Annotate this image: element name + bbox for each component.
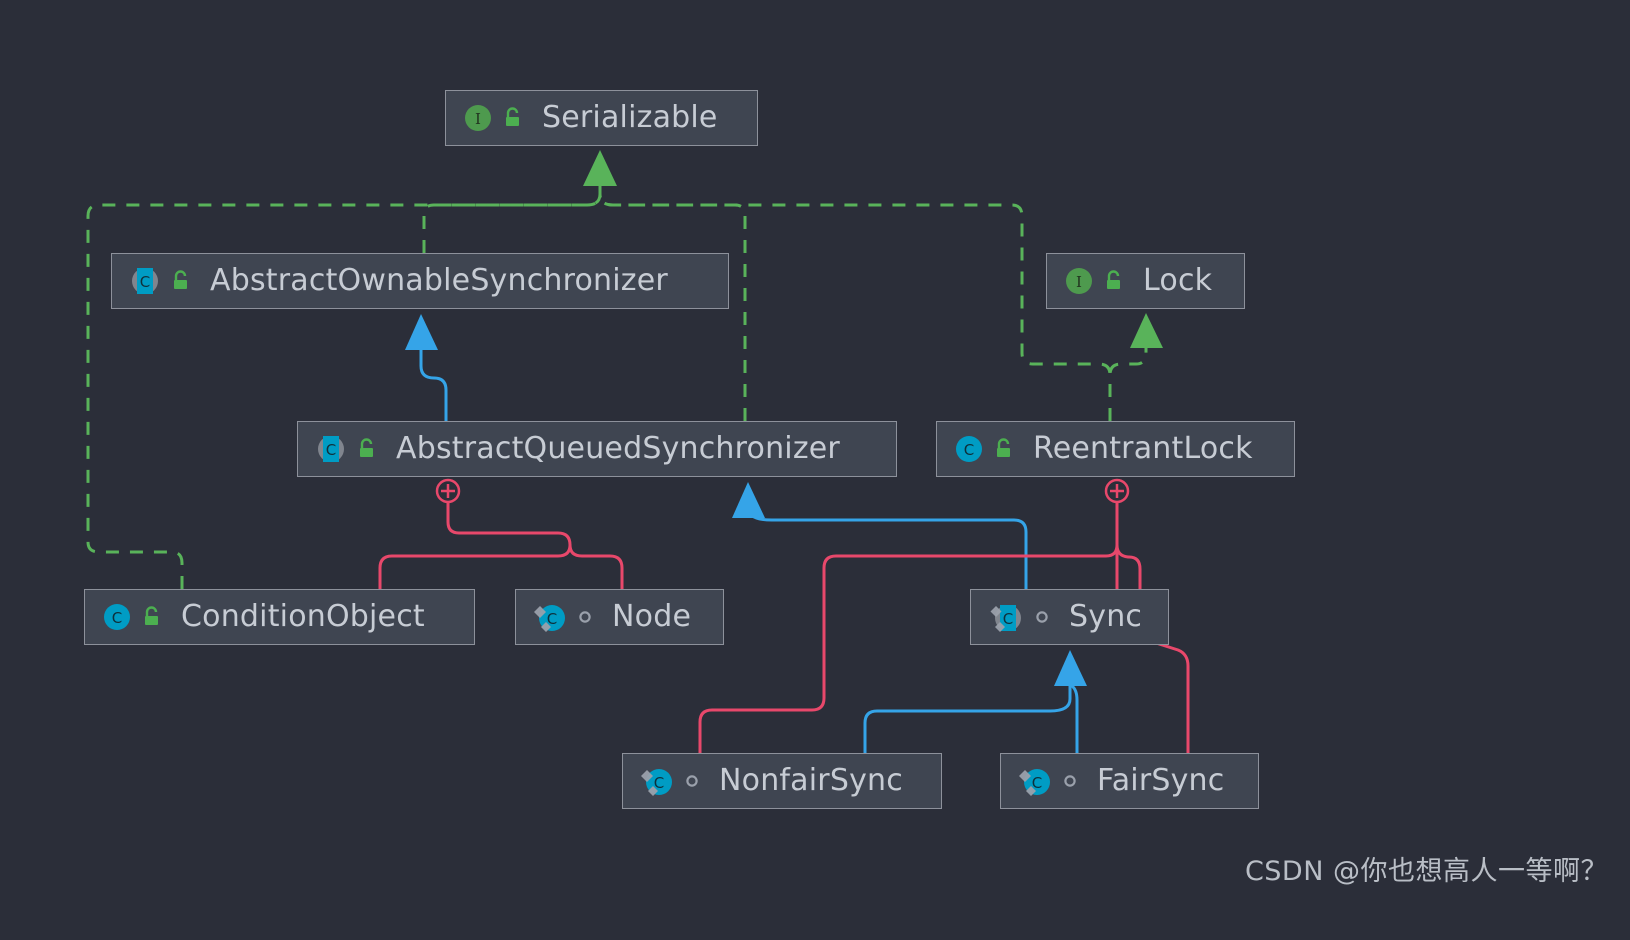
- interface-icon: I: [1066, 268, 1092, 294]
- arrowhead-lock: [1130, 313, 1163, 348]
- public-unlocked-icon: [506, 107, 519, 126]
- uml-node-node[interactable]: C Node: [515, 589, 724, 645]
- uml-node-lock[interactable]: I Lock: [1046, 253, 1245, 309]
- abstract-class-icon: C: [132, 268, 158, 294]
- edge-aqs-inner-node: [568, 543, 624, 591]
- node-icons-serializable: I: [462, 102, 530, 134]
- interface-icon: I: [465, 105, 491, 131]
- edge-reentrantlock-implements-lock: [1108, 334, 1148, 421]
- inner-class-markers: [435, 478, 1130, 504]
- node-icons-fair-sync: C: [1017, 764, 1085, 798]
- node-icons-node: C: [532, 600, 600, 634]
- node-icons-reentrant-lock: C: [953, 433, 1021, 465]
- node-label: Sync: [1069, 599, 1143, 634]
- svg-text:C: C: [140, 273, 150, 291]
- node-label: NonfairSync: [719, 763, 903, 798]
- node-label: Node: [612, 599, 692, 634]
- node-icons-nonfair-sync: C: [639, 764, 707, 798]
- uml-node-serializable[interactable]: I Serializable: [445, 90, 758, 146]
- class-icon: C: [104, 604, 130, 630]
- svg-text:C: C: [326, 441, 336, 459]
- uml-node-nonfair-sync[interactable]: C NonfairSync: [622, 753, 942, 809]
- arrowhead-sync-extends: [1054, 650, 1087, 686]
- node-label: AbstractQueuedSynchronizer: [396, 431, 840, 466]
- uml-node-abstract-queued-synchronizer[interactable]: C AbstractQueuedSynchronizer: [297, 421, 897, 477]
- svg-text:C: C: [1032, 774, 1042, 792]
- package-private-icon: [686, 775, 698, 787]
- edge-fairsync-extends-sync: [1068, 680, 1079, 755]
- node-label: AbstractOwnableSynchronizer: [210, 263, 668, 298]
- inner-class-icon: C: [534, 605, 565, 632]
- uml-node-abstract-ownable-synchronizer[interactable]: C AbstractOwnableSynchronizer: [111, 253, 729, 309]
- edge-aqs-inner-condition: [378, 543, 572, 591]
- inner-marker-aqs: [435, 478, 461, 504]
- edge-aos-implements-serializable: [422, 172, 602, 253]
- abstract-class-icon: C: [318, 436, 344, 462]
- watermark: CSDN @你也想高人一等啊？: [1244, 856, 1608, 887]
- node-label: ConditionObject: [181, 599, 425, 634]
- svg-text:C: C: [964, 441, 974, 459]
- uml-node-sync[interactable]: C Sync: [970, 589, 1169, 645]
- edge-reentrantlock-inner-sync: [1115, 543, 1142, 591]
- package-private-icon: [579, 611, 591, 623]
- node-icons-lock: I: [1063, 265, 1131, 297]
- node-icons-abstract-ownable-synchronizer: C: [128, 265, 198, 297]
- svg-text:I: I: [1076, 273, 1082, 291]
- extends-edges: [419, 346, 1079, 755]
- implements-arrowheads: [583, 150, 1163, 348]
- svg-text:C: C: [654, 774, 664, 792]
- svg-text:I: I: [475, 110, 481, 128]
- public-unlocked-icon: [360, 438, 373, 457]
- edge-condition-implements-serializable: [86, 172, 602, 589]
- uml-node-reentrant-lock[interactable]: C ReentrantLock: [936, 421, 1295, 477]
- arrowhead-serializable: [583, 150, 617, 186]
- uml-node-fair-sync[interactable]: C FairSync: [1000, 753, 1259, 809]
- implements-edges: [86, 172, 1148, 589]
- class-icon: C: [956, 436, 982, 462]
- svg-text:C: C: [1003, 610, 1013, 628]
- node-label: Serializable: [542, 100, 718, 135]
- package-private-icon: [1064, 775, 1076, 787]
- inner-class-icon: C: [641, 769, 672, 796]
- node-label: FairSync: [1097, 763, 1225, 798]
- inner-marker-reentrantlock: [1104, 478, 1130, 504]
- node-label: Lock: [1143, 263, 1213, 298]
- uml-node-condition-object[interactable]: C ConditionObject: [84, 589, 475, 645]
- svg-text:C: C: [547, 610, 557, 628]
- arrowhead-aos-extends: [405, 314, 438, 350]
- package-private-icon: [1036, 611, 1048, 623]
- edge-sync-extends-aqs: [746, 507, 1028, 591]
- node-icons-abstract-queued-synchronizer: C: [314, 433, 384, 465]
- edge-aqs-extends-aos: [419, 346, 448, 423]
- public-unlocked-icon: [174, 270, 187, 289]
- svg-text:C: C: [112, 609, 122, 627]
- inner-abstract-class-icon: C: [990, 605, 1021, 632]
- inner-class-icon: C: [1019, 769, 1050, 796]
- edge-reentrantlock-inner-fairsync: [1115, 543, 1190, 755]
- public-unlocked-icon: [145, 606, 158, 625]
- arrowhead-aqs-extends: [732, 482, 765, 518]
- edge-aqs-inner-stem: [446, 501, 572, 547]
- edge-nonfairsync-extends-sync: [863, 680, 1072, 755]
- node-icons-condition-object: C: [101, 601, 169, 633]
- edge-reentrantlock-inner-nonfairsync: [698, 543, 1119, 755]
- node-label: ReentrantLock: [1033, 431, 1253, 466]
- public-unlocked-icon: [1107, 270, 1120, 289]
- public-unlocked-icon: [997, 438, 1010, 457]
- node-icons-sync: C: [987, 600, 1057, 634]
